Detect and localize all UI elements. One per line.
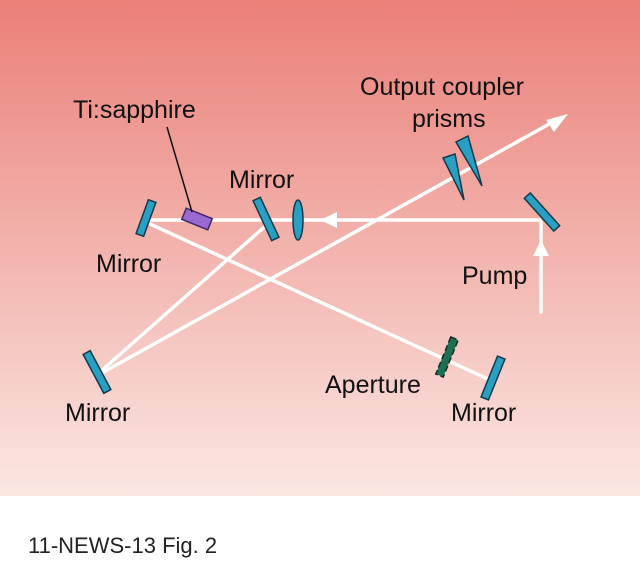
output-prism-1 (441, 153, 465, 201)
mirror-bottom-right-label: Mirror (451, 399, 516, 427)
mirror-top-optic (252, 196, 280, 242)
beam-bottom-left-to-output (98, 116, 562, 376)
mirror-top-label: Mirror (229, 166, 294, 194)
output-arrow (546, 114, 568, 132)
lens-optic (292, 199, 304, 241)
figure-caption: 11-NEWS-13 Fig. 2 (28, 533, 217, 558)
ti-sapphire-crystal (180, 207, 214, 231)
beam-direction-arrow (320, 212, 337, 228)
beam-left-to-bottom-right-mirror (148, 222, 492, 382)
mirror-bottom-right-optic (480, 355, 506, 401)
mirror-bottom-left-optic (82, 349, 112, 395)
aperture-optic (434, 335, 460, 379)
mirror-bottom-left-label: Mirror (65, 399, 130, 427)
output-prism-2 (454, 134, 483, 187)
pump-mirror-optic (523, 191, 561, 233)
beam-paths (98, 116, 562, 382)
beam-bottom-left-to-top-mirror (98, 220, 272, 374)
mirror-left-optic (135, 198, 157, 238)
pump-label: Pump (462, 262, 527, 290)
ti-sapphire-label: Ti:sapphire (73, 96, 196, 124)
mirror-left-label: Mirror (96, 250, 161, 278)
pump-arrow (533, 240, 549, 256)
aperture-label: Aperture (325, 371, 421, 399)
output-coupler-label: Output coupler (360, 73, 524, 101)
output-coupler-label-line2: prisms (412, 105, 486, 133)
diagram-background (0, 0, 640, 496)
ti-sapphire-pointer (166, 126, 193, 213)
